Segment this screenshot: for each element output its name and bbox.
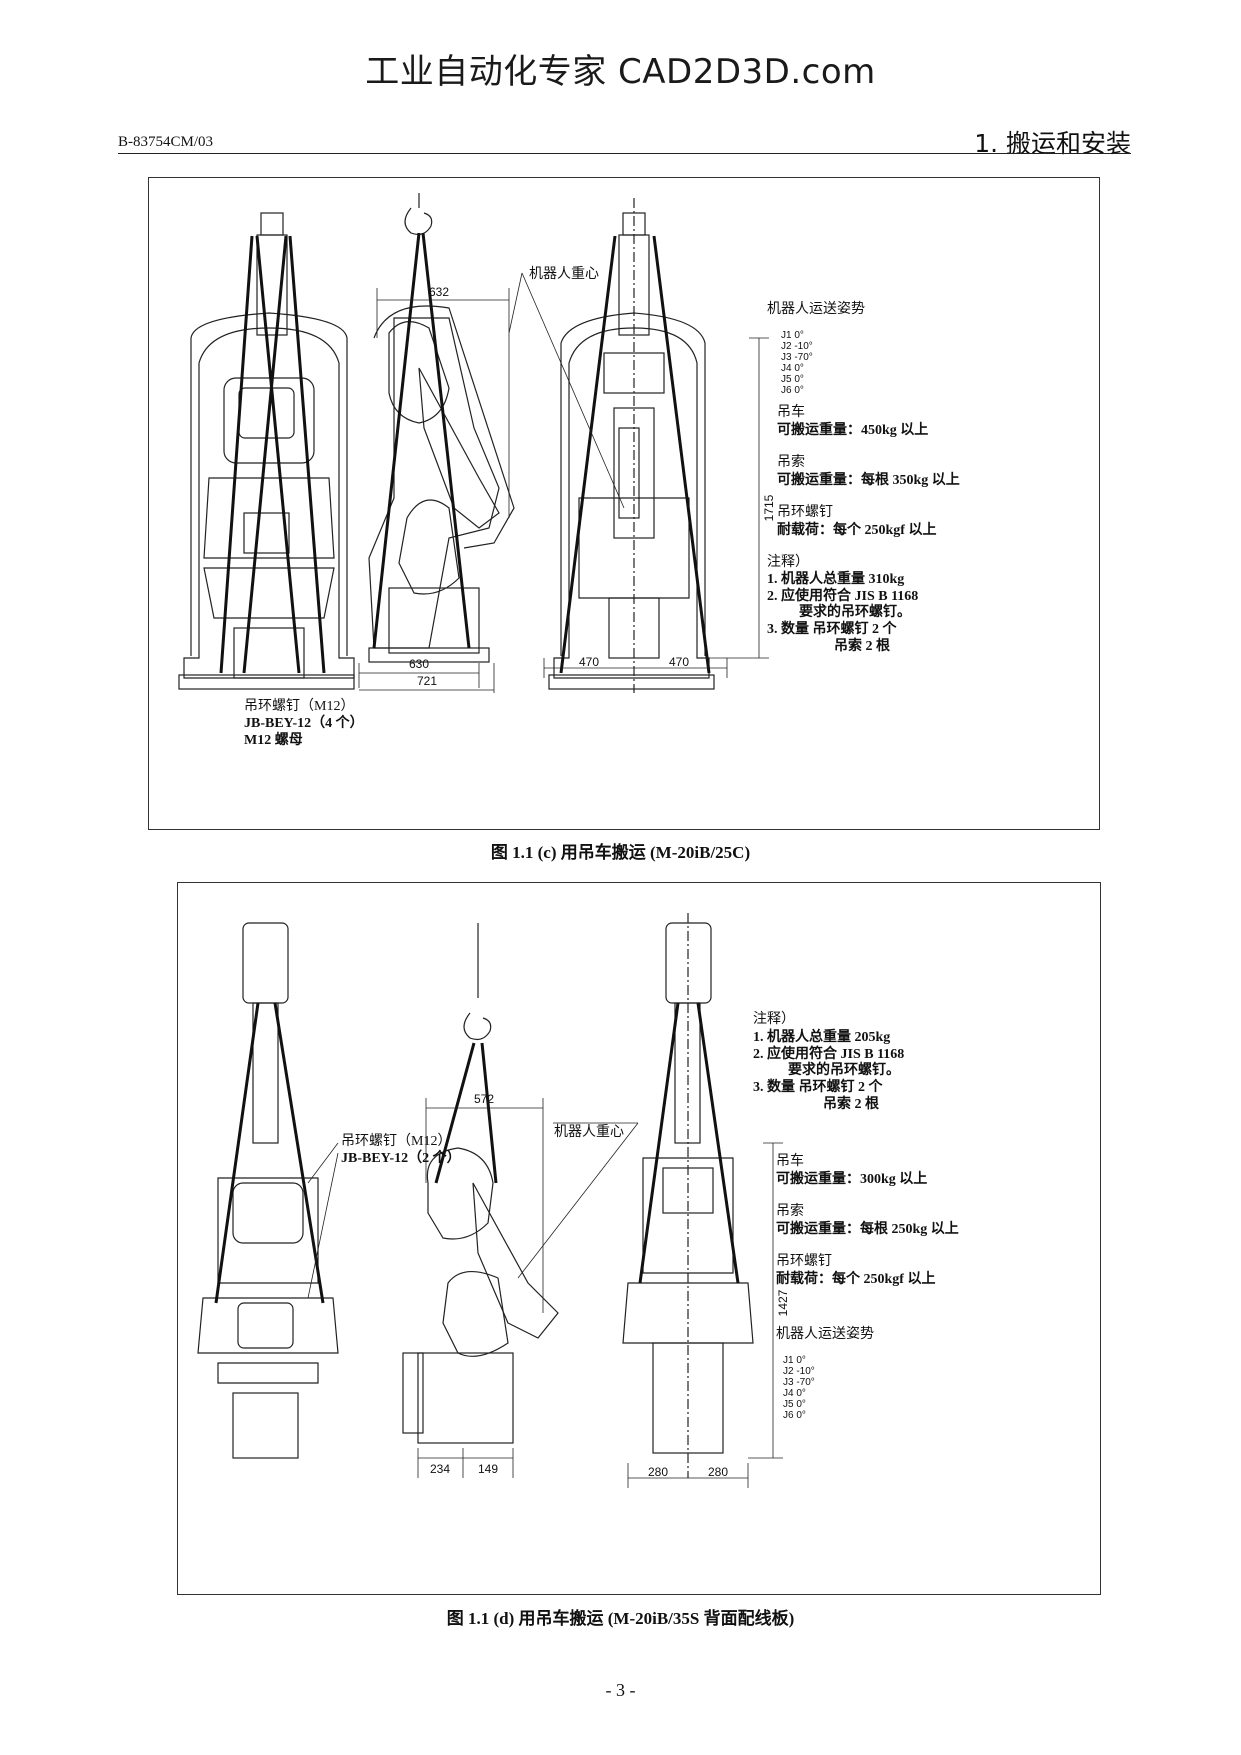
notes-c-title: 注释）	[767, 554, 809, 570]
posture-title-c: 机器人运送姿势	[767, 301, 865, 317]
figure-d-caption: 图 1.1 (d) 用吊车搬运 (M-20iB/35S 背面配线板)	[446, 1609, 795, 1628]
notes-d-2b: 要求的吊环螺钉。	[788, 1061, 900, 1078]
cog-label-d: 机器人重心	[554, 1124, 624, 1140]
crane-d-title: 吊车	[776, 1152, 804, 1169]
robot-side-view-d	[402, 923, 559, 1444]
dim-d-base-right: 149	[478, 1462, 498, 1476]
notes-d-title: 注释）	[753, 1011, 795, 1027]
notes-c-2: 2. 应使用符合 JIS B 1168	[767, 587, 918, 604]
crane-c-title: 吊车	[777, 403, 805, 420]
dim-c-base-outer: 721	[417, 674, 437, 688]
figure-d-drawing: 572 234 149 280 280 1427 机器人重心 吊环螺钉（M12）…	[197, 913, 959, 1488]
posture-d-j3: J3 -70°	[783, 1377, 815, 1388]
cog-label-c: 机器人重心	[529, 266, 599, 282]
notes-d-1: 1. 机器人总重量 205kg	[753, 1028, 890, 1045]
header-rule	[118, 153, 1131, 154]
document-id: B-83754CM/03	[118, 134, 214, 150]
eyebolt-note-d-1: 吊环螺钉（M12）	[341, 1133, 451, 1149]
robot-front-view-d	[197, 922, 339, 1459]
posture-c-j6: J6 0°	[781, 385, 804, 396]
dim-d-top: 572	[474, 1092, 494, 1106]
eyebolt-note-d-2: JB-BEY-12（2 个）	[341, 1149, 461, 1166]
dim-d-left-half: 280	[648, 1465, 668, 1479]
dim-d-right-half: 280	[708, 1465, 728, 1479]
watermark-title: 工业自动化专家 CAD2D3D.com	[365, 52, 876, 92]
dim-d-base-left: 234	[430, 1462, 450, 1476]
eyebolt-note-c-1: 吊环螺钉（M12）	[244, 698, 354, 714]
posture-d-j2: J2 -10°	[783, 1366, 815, 1377]
eyebolt-d-title: 吊环螺钉	[776, 1253, 832, 1269]
posture-c-j3: J3 -70°	[781, 352, 813, 363]
dim-c-left-half: 470	[579, 655, 599, 669]
notes-d-2: 2. 应使用符合 JIS B 1168	[753, 1045, 904, 1062]
figure-d-frame: 572 234 149 280 280 1427 机器人重心 吊环螺钉（M12）…	[177, 882, 1101, 1595]
posture-d-j1: J1 0°	[783, 1355, 806, 1366]
notes-d-3b: 吊索 2 根	[823, 1095, 880, 1112]
posture-d-j4: J4 0°	[783, 1388, 806, 1399]
notes-c-3b: 吊索 2 根	[834, 637, 891, 654]
figure-c-caption: 图 1.1 (c) 用吊车搬运 (M-20iB/25C)	[490, 843, 751, 862]
eyebolt-c-load: 耐载荷：每个 250kgf 以上	[777, 521, 936, 538]
dim-c-right-half: 470	[669, 655, 689, 669]
sling-c-capacity: 可搬运重量：每根 350kg 以上	[777, 471, 960, 488]
posture-c-j5: J5 0°	[781, 374, 804, 385]
figure-c-frame: 632 630 721 470 470 1715 机器人重心 吊环螺钉（M12）…	[148, 177, 1100, 830]
posture-title-d: 机器人运送姿势	[776, 1326, 874, 1342]
robot-back-view-d	[622, 913, 754, 1478]
notes-c-3: 3. 数量 吊环螺钉 2 个	[767, 620, 897, 637]
notes-d-3: 3. 数量 吊环螺钉 2 个	[753, 1078, 883, 1095]
posture-d-j6: J6 0°	[783, 1410, 806, 1421]
dim-c-height: 1715	[762, 494, 776, 521]
notes-c-2b: 要求的吊环螺钉。	[799, 603, 911, 620]
posture-c-j1: J1 0°	[781, 330, 804, 341]
posture-d-j5: J5 0°	[783, 1399, 806, 1410]
section-title: 1. 搬运和安装	[974, 129, 1131, 158]
robot-side-view-c	[368, 193, 515, 663]
sling-c-title: 吊索	[777, 453, 805, 470]
posture-c-j4: J4 0°	[781, 363, 804, 374]
dim-d-height: 1427	[776, 1289, 790, 1316]
page-number: - 3 -	[605, 1680, 636, 1700]
crane-c-capacity: 可搬运重量：450kg 以上	[777, 421, 928, 438]
eyebolt-c-title: 吊环螺钉	[777, 504, 833, 520]
eyebolt-d-load: 耐载荷：每个 250kgf 以上	[776, 1270, 935, 1287]
sling-d-title: 吊索	[776, 1202, 804, 1219]
eyebolt-note-c-2: JB-BEY-12（4 个）	[244, 714, 364, 731]
dim-c-top: 632	[429, 285, 449, 299]
dim-c-base-inner: 630	[409, 657, 429, 671]
posture-c-j2: J2 -10°	[781, 341, 813, 352]
crane-d-capacity: 可搬运重量：300kg 以上	[776, 1170, 927, 1187]
sling-d-capacity: 可搬运重量：每根 250kg 以上	[776, 1220, 959, 1237]
figure-c-drawing: 632 630 721 470 470 1715 机器人重心 吊环螺钉（M12）…	[178, 193, 960, 748]
notes-c-1: 1. 机器人总重量 310kg	[767, 570, 904, 587]
eyebolt-note-c-3: M12 螺母	[244, 731, 303, 748]
